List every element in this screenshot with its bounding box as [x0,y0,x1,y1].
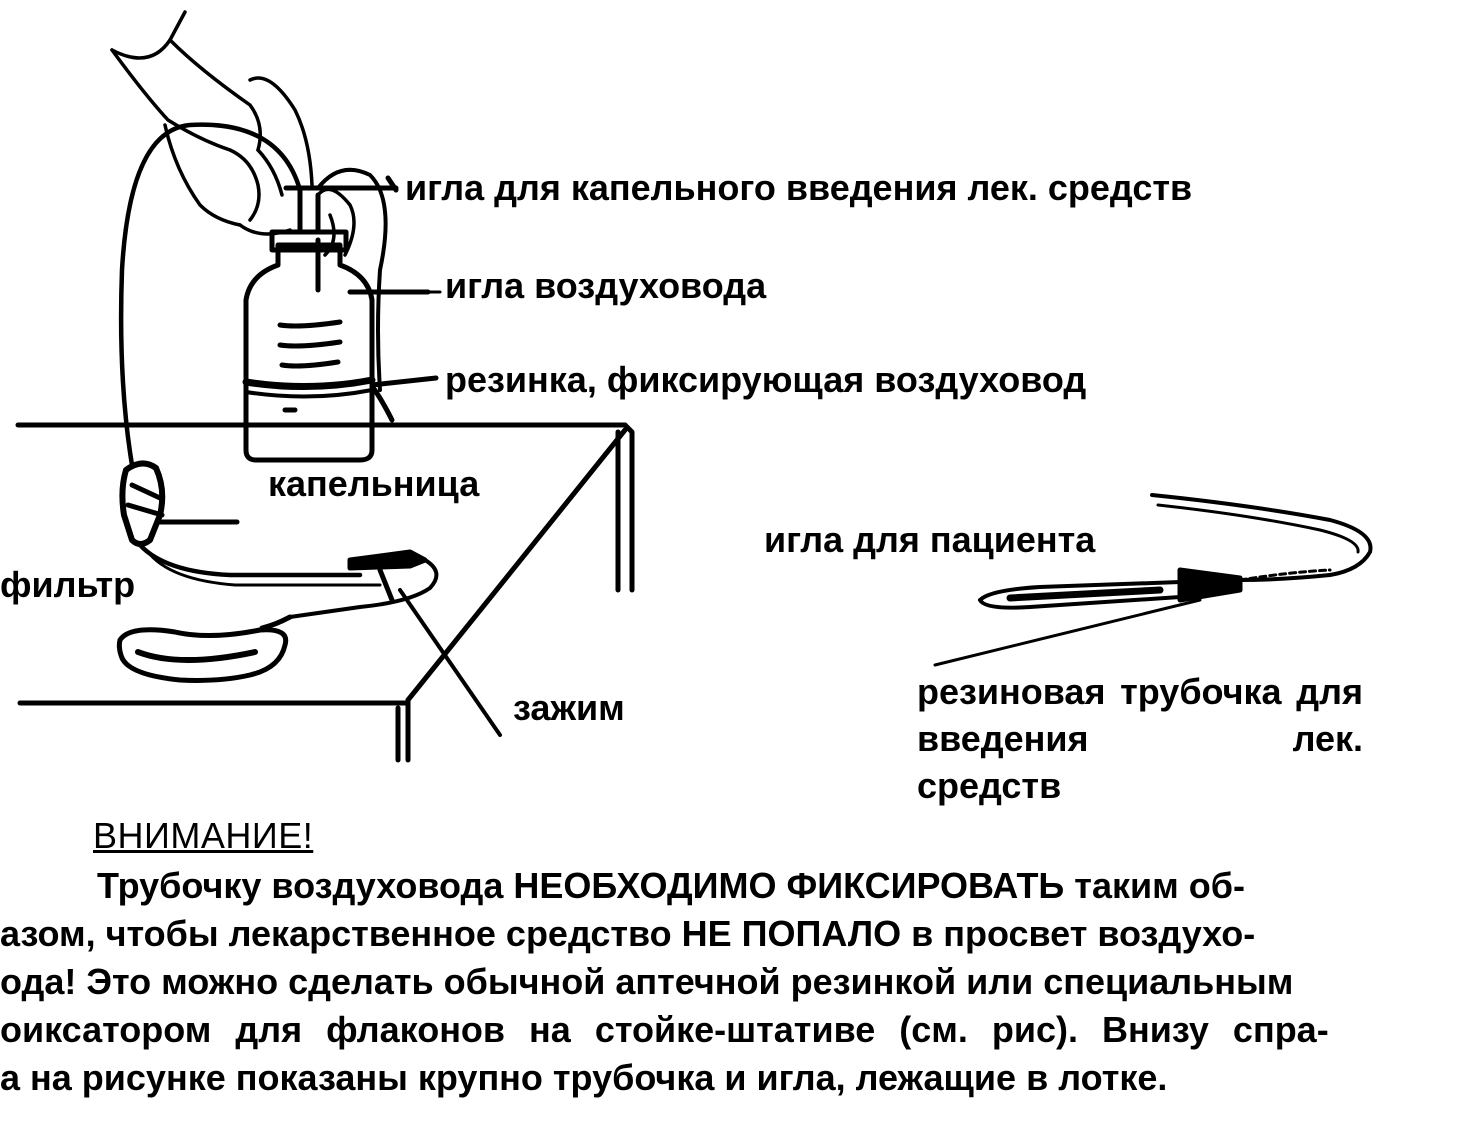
notice-line: ода! Это можно сделать обычной аптечной … [0,961,1294,1002]
drip-chamber [119,460,382,587]
label-rubber-tube-line2: средств [917,765,1062,806]
patient-needle-assembly [933,493,1373,667]
bottle [242,229,439,463]
clamp [288,549,502,737]
notice-title: ВНИМАНИЕ! [93,815,314,856]
label-filter: фильтр [0,564,136,605]
notice-line: азом, чтобы лекарственное средство НЕ ПО… [0,913,1256,954]
label-rubber-band: резинка, фиксирующая воздуховод [445,359,1087,400]
label-air-needle: игла воздуховода [445,265,767,306]
hands [110,10,356,257]
notice-line: оиксатором для флаконов на стойке-штатив… [0,1006,1329,1054]
notice-line-part: . Внизу спра- [1068,1009,1329,1050]
label-patient-needle: игла для пациента [764,519,1096,560]
label-rubber-tube: резиновая трубочка для введения лек. сре… [917,668,1363,809]
label-rubber-tube-line1: резиновая трубочка для введения лек. [917,671,1363,759]
label-drug-needle: игла для капельного введения лек. средст… [405,167,1193,208]
kidney-basin [116,614,293,683]
notice-line-part: оиксатором для флаконов на стойке-штатив… [0,1009,900,1050]
drip-tubing [118,122,399,468]
notice-line: а на рисунке показаны крупно трубочка и … [0,1057,1168,1098]
label-dropper: капельница [268,463,480,504]
notice-figure-ref: (см. рис) [899,1009,1069,1050]
notice-line: Трубочку воздуховода НЕОБХОДИМО ФИКСИРОВ… [97,865,1245,906]
label-clamp: зажим [513,687,625,728]
